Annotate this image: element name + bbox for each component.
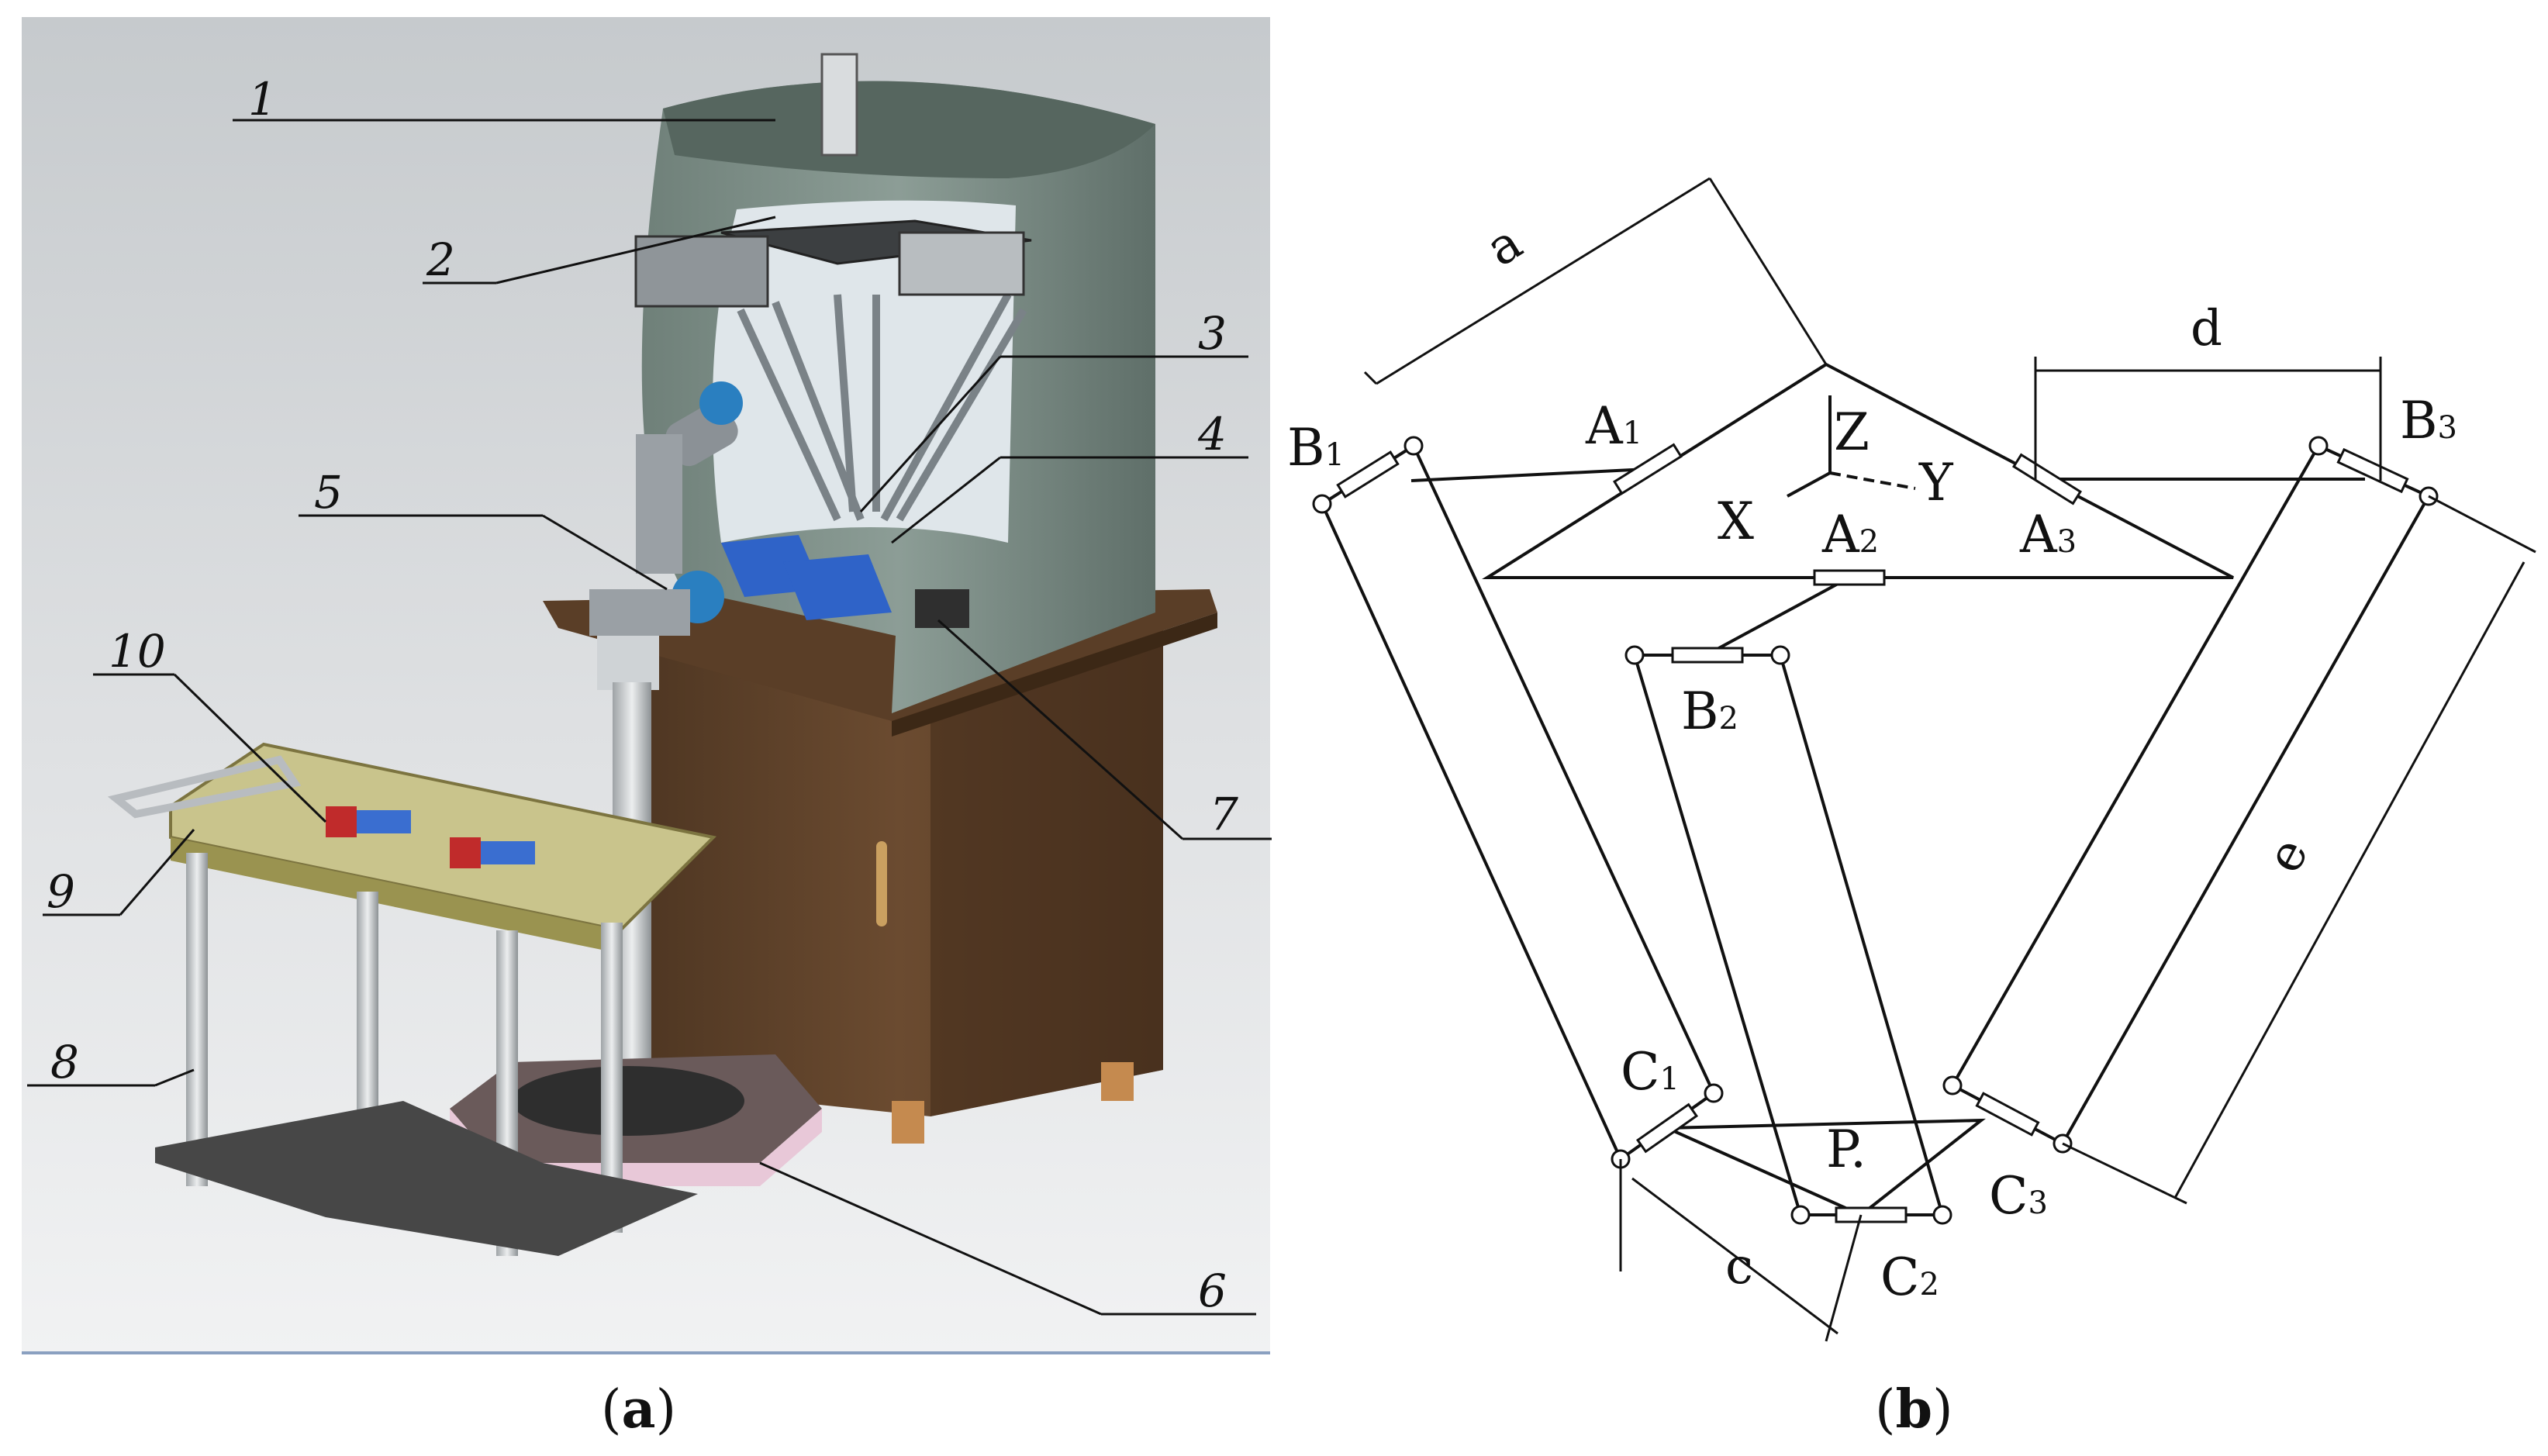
moving-platform <box>1666 1118 1986 1217</box>
joint-circles <box>1312 436 2439 1225</box>
link-a1-b1 <box>1410 468 1649 482</box>
callout-6: 6 <box>1198 1265 1227 1317</box>
callout-leaders <box>27 119 1272 1316</box>
axis-z-label: Z <box>1834 402 1870 462</box>
cabinet <box>543 589 1217 1144</box>
rod-b1-1 <box>1321 503 1622 1160</box>
callout-9: 9 <box>47 865 75 918</box>
link-a2-b2 <box>1705 576 1850 657</box>
joint-label-a1: A1 <box>1585 396 1642 456</box>
callout-3: 3 <box>1198 307 1227 360</box>
blue-trays <box>721 535 969 628</box>
joint-label-c1: C1 <box>1621 1042 1680 1102</box>
cart <box>107 742 717 1256</box>
axis-y-label: Y <box>1918 453 1954 512</box>
callout-10: 10 <box>109 625 166 678</box>
callout-5: 5 <box>314 466 343 519</box>
schematic-labels: a d e c Z Y X B1 A1 A2 A3 B3 B2 C1 C3 C2… <box>1287 214 2457 1307</box>
delta-robot <box>634 219 1032 522</box>
panel-b-schematic <box>1312 177 2536 1342</box>
caption-a: (a) <box>601 1378 677 1440</box>
rod-b3-2 <box>2061 495 2430 1144</box>
sliders <box>1336 443 2409 1223</box>
axis-x-label: X <box>1718 492 1754 551</box>
dimension-label-e: e <box>2256 829 2320 882</box>
collaborative-arm <box>589 381 743 690</box>
caption-b: (b) <box>1875 1378 1953 1440</box>
rod-b1-2 <box>1412 445 1715 1094</box>
dimension-label-d: d <box>2191 300 2222 357</box>
callout-1: 1 <box>248 73 277 126</box>
callout-7: 7 <box>1210 788 1238 840</box>
callout-numbers: 1 2 3 4 5 6 7 8 9 10 <box>47 73 1238 1317</box>
dimension-lines <box>1363 177 2536 1342</box>
rod-b3-1 <box>1951 445 2320 1086</box>
platform-point-label: P. <box>1826 1120 1866 1179</box>
dimension-label-a: a <box>1476 214 1532 278</box>
joint-label-c2: C2 <box>1880 1247 1939 1307</box>
joint-label-b3: B3 <box>2400 391 2457 450</box>
joint-label-b1: B1 <box>1287 418 1345 478</box>
joint-label-b2: B2 <box>1681 681 1738 741</box>
callout-4: 4 <box>1197 408 1227 461</box>
joint-label-a3: A3 <box>2019 505 2077 564</box>
panel-a-rendering: 1 2 3 4 5 6 7 8 9 10 <box>22 17 1272 1354</box>
callout-8: 8 <box>50 1036 79 1089</box>
joint-label-c3: C3 <box>1989 1166 2048 1226</box>
callout-2: 2 <box>426 233 455 286</box>
joint-label-a2: A2 <box>1821 505 1879 564</box>
dimension-label-c: c <box>1725 1238 1753 1296</box>
rod-b2-1 <box>1633 654 1802 1216</box>
